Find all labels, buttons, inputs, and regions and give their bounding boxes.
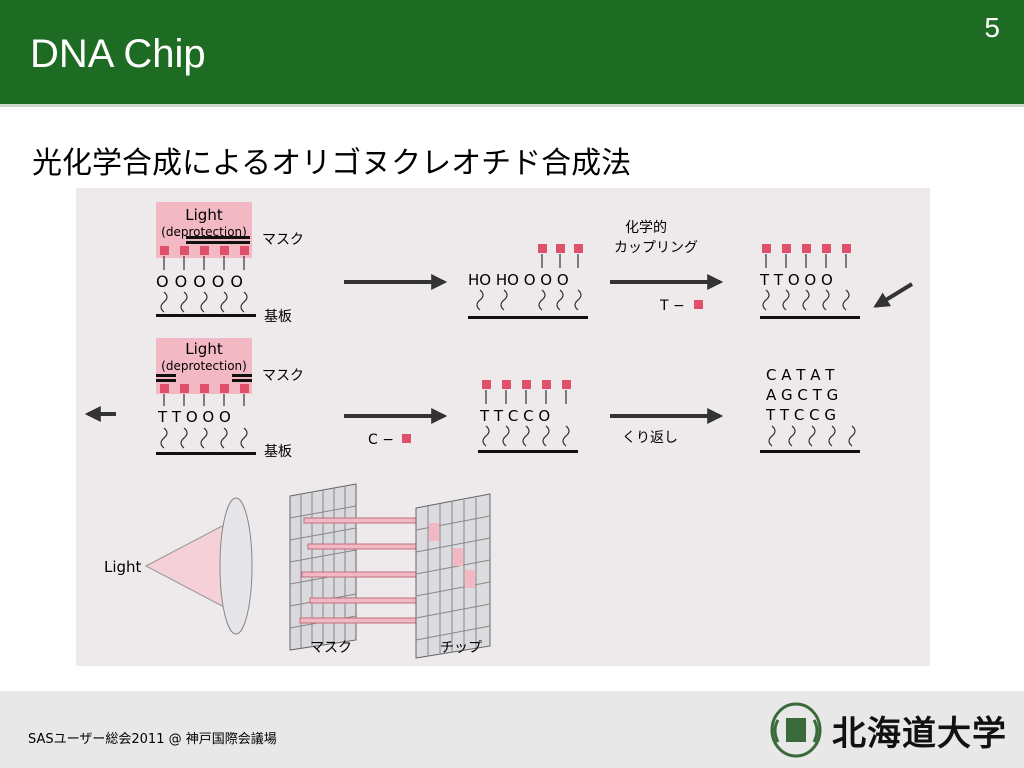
title-bar-divider (0, 104, 1024, 107)
row1-reagent-protect (694, 300, 703, 309)
row2-linkers (163, 394, 245, 406)
row1-mid-substrate (468, 316, 588, 319)
row1-mask-label: マスク (262, 232, 304, 248)
row1-right-linkers (765, 254, 847, 268)
row2-light-label: Light (185, 340, 223, 358)
row1-wavy-linkers (160, 291, 248, 313)
row2-substrate (156, 452, 256, 455)
row2-seq-line-2: A G C T G (766, 386, 838, 404)
row2-mid-substrate (478, 450, 578, 453)
row1-substrate (156, 314, 256, 317)
page-number: 5 (984, 12, 1000, 43)
row1-substrate-label: 基板 (264, 308, 292, 325)
row1-deprotection-label: (deprotection) (161, 225, 247, 239)
row1-right-substrate (760, 316, 860, 319)
row2-right-wavy (768, 425, 856, 447)
row1-mid-wavy (476, 289, 582, 311)
row2-mid-linkers (485, 390, 567, 404)
row1-coupling-label-1: 化学的 (625, 220, 667, 236)
return-arrow-right (873, 282, 914, 308)
row2-seq-line-3: T T C C G (765, 406, 836, 424)
row1-mask (186, 236, 250, 244)
row2-repeat-label: くり返し (622, 430, 678, 446)
row1-right-wavy (762, 289, 850, 311)
bottom-light-label: Light (104, 558, 142, 576)
row2-wavy-linkers (160, 427, 248, 449)
row1-mid-protect (538, 244, 583, 253)
footer-event-text: SASユーザー総会2011 @ 神戸国際会議場 (28, 732, 277, 747)
row2-after-coupling: T T C C O (479, 407, 550, 425)
row2-substrate-label: 基板 (264, 443, 292, 460)
row2-mask-label: マスク (262, 368, 304, 384)
bottom-mask-label: マスク (310, 640, 352, 656)
row1-result: T T O O O (759, 271, 833, 289)
row2-protect-groups (160, 384, 249, 393)
row2-reagent-c: C − (368, 432, 394, 448)
row1-linkers (163, 256, 245, 270)
row1-mid-linkers (541, 254, 579, 268)
row1-reagent-t: T − (659, 298, 685, 314)
chip-grid (415, 493, 491, 659)
row1-after-light: HO HO O O O (468, 271, 569, 289)
row1-base-row: OOOOO (156, 272, 249, 291)
photolithography-figure: Light (deprotection) マスク OOOOO 基板 HO HO … (76, 188, 930, 666)
row2-base-row: T T O O O (157, 408, 231, 426)
mask-grid (289, 483, 357, 651)
row2-seq-line-1: C A T A T (766, 366, 835, 384)
row2-mid-protect (482, 380, 571, 389)
row2-mid-wavy (482, 425, 570, 447)
footer-bar (0, 691, 1024, 768)
row1-light-label: Light (185, 206, 223, 224)
row1-coupling-label-2: カップリング (614, 240, 698, 256)
row1-right-protect (762, 244, 851, 253)
bottom-chip-label: チップ (440, 640, 482, 656)
slide-subtitle: 光化学合成によるオリゴヌクレオチド合成法 (32, 146, 632, 181)
row2-deprotection-label: (deprotection) (161, 359, 247, 373)
row2-reagent-protect (402, 434, 411, 443)
university-emblem-icon (770, 702, 822, 758)
row2-mask (156, 374, 252, 382)
slide-title: DNA Chip (30, 32, 206, 76)
university-name: 北海道大学 (832, 714, 1007, 754)
lens (219, 497, 253, 635)
row2-right-substrate (760, 450, 860, 453)
row1-protect-groups (160, 246, 249, 255)
title-bar (0, 0, 1024, 104)
